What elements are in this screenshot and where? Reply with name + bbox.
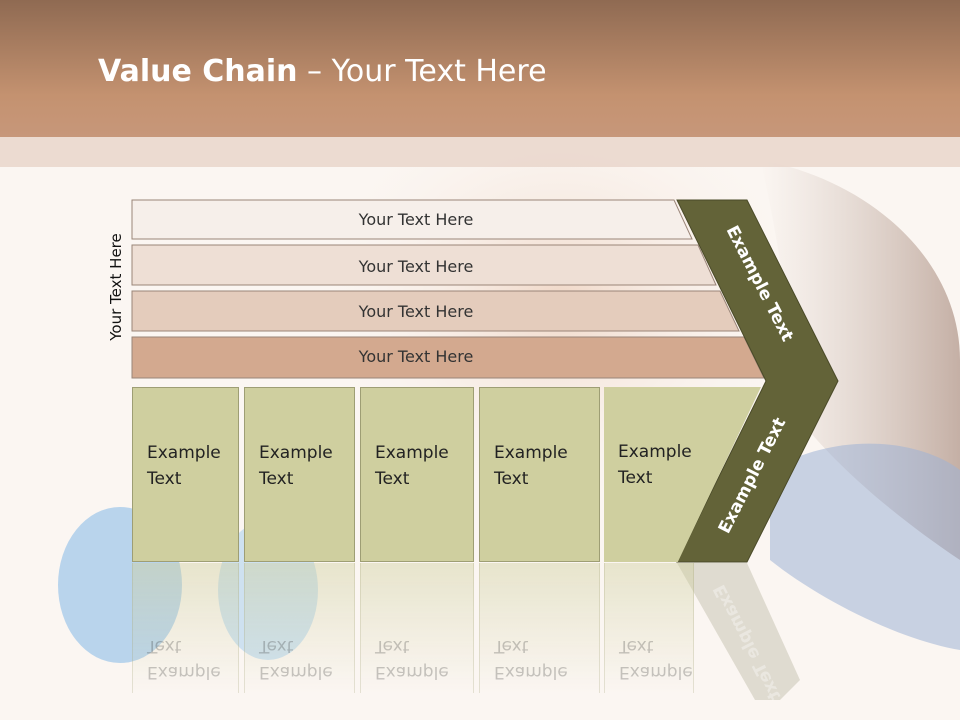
card-4-reflection-label: Example Text <box>494 636 568 682</box>
card-4-reflection: Example Text <box>479 563 600 693</box>
band-1: Your Text Here <box>131 199 693 240</box>
card-2-reflection-label: Example Text <box>259 636 333 682</box>
band-4-label: Your Text Here <box>358 347 474 366</box>
band-2-shape <box>131 244 717 286</box>
band-3-shape <box>131 290 740 332</box>
card-3-reflection-label: Example Text <box>375 636 449 682</box>
band-3: Your Text Here <box>131 290 740 332</box>
title-rest: – Your Text Here <box>297 54 547 89</box>
band-2: Your Text Here <box>131 244 717 286</box>
band-3-label: Your Text Here <box>358 302 474 321</box>
activity-card-4: Example Text <box>479 387 600 562</box>
card-3-label: Example Text <box>375 443 449 489</box>
header-bar <box>0 0 960 137</box>
card-2-label: Example Text <box>259 443 333 489</box>
activity-card-3: Example Text <box>360 387 474 562</box>
activity-card-2: Example Text <box>244 387 355 562</box>
card-5-reflection: Example Text <box>604 563 694 693</box>
band-2-label: Your Text Here <box>358 257 474 276</box>
title-bold: Value Chain <box>98 54 298 89</box>
card-5-reflection-label: Example Text <box>619 636 693 682</box>
band-4: Your Text Here <box>131 336 765 379</box>
card-1-label: Example Text <box>147 443 221 489</box>
card-2-reflection: Example Text <box>244 563 355 693</box>
chevron-shape <box>676 199 839 563</box>
card-1-reflection-label: Example Text <box>147 636 221 682</box>
band-1-shape <box>131 199 693 240</box>
card-5-label: Example Text <box>618 442 692 488</box>
card-3-reflection: Example Text <box>360 563 474 693</box>
card-1-reflection: Example Text <box>132 563 239 693</box>
card-4-label: Example Text <box>494 443 568 489</box>
chevron-reflection <box>677 563 800 700</box>
header-band <box>0 137 960 167</box>
band-1-label: Your Text Here <box>358 210 474 229</box>
activity-card-1: Example Text <box>132 387 239 562</box>
page-title: Value Chain – Your Text Here <box>98 54 547 89</box>
